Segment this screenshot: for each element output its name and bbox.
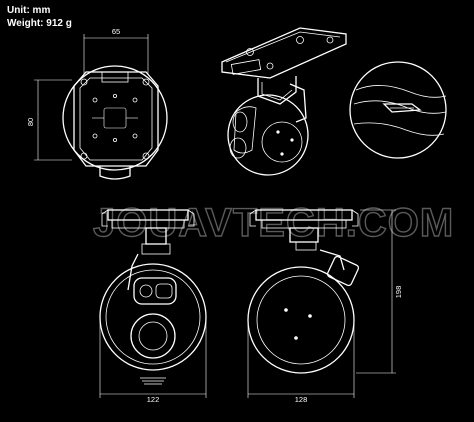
top-height-dimension: 80 bbox=[26, 79, 72, 161]
watermark: JOUAVTECH.COM bbox=[93, 201, 454, 245]
side-width-dimension: 128 bbox=[247, 320, 355, 404]
front-width-value: 122 bbox=[147, 395, 160, 404]
top-view: 65 80 bbox=[26, 27, 168, 180]
top-height-value: 80 bbox=[26, 118, 35, 126]
detail-view bbox=[349, 61, 447, 159]
side-height-dimension: 198 bbox=[356, 209, 403, 374]
side-width-value: 128 bbox=[295, 395, 308, 404]
top-width-dimension: 65 bbox=[83, 27, 149, 75]
top-width-value: 65 bbox=[112, 27, 120, 36]
front-view: 122 bbox=[99, 209, 207, 404]
isometric-view bbox=[221, 27, 347, 176]
spec-header: Unit: mm Weight: 912 g bbox=[7, 4, 72, 30]
side-view: 128 198 bbox=[247, 209, 403, 404]
weight-label: Weight: 912 g bbox=[7, 18, 72, 29]
front-width-dimension: 122 bbox=[99, 317, 207, 404]
unit-label: Unit: mm bbox=[7, 5, 51, 16]
side-height-value: 198 bbox=[394, 286, 403, 299]
